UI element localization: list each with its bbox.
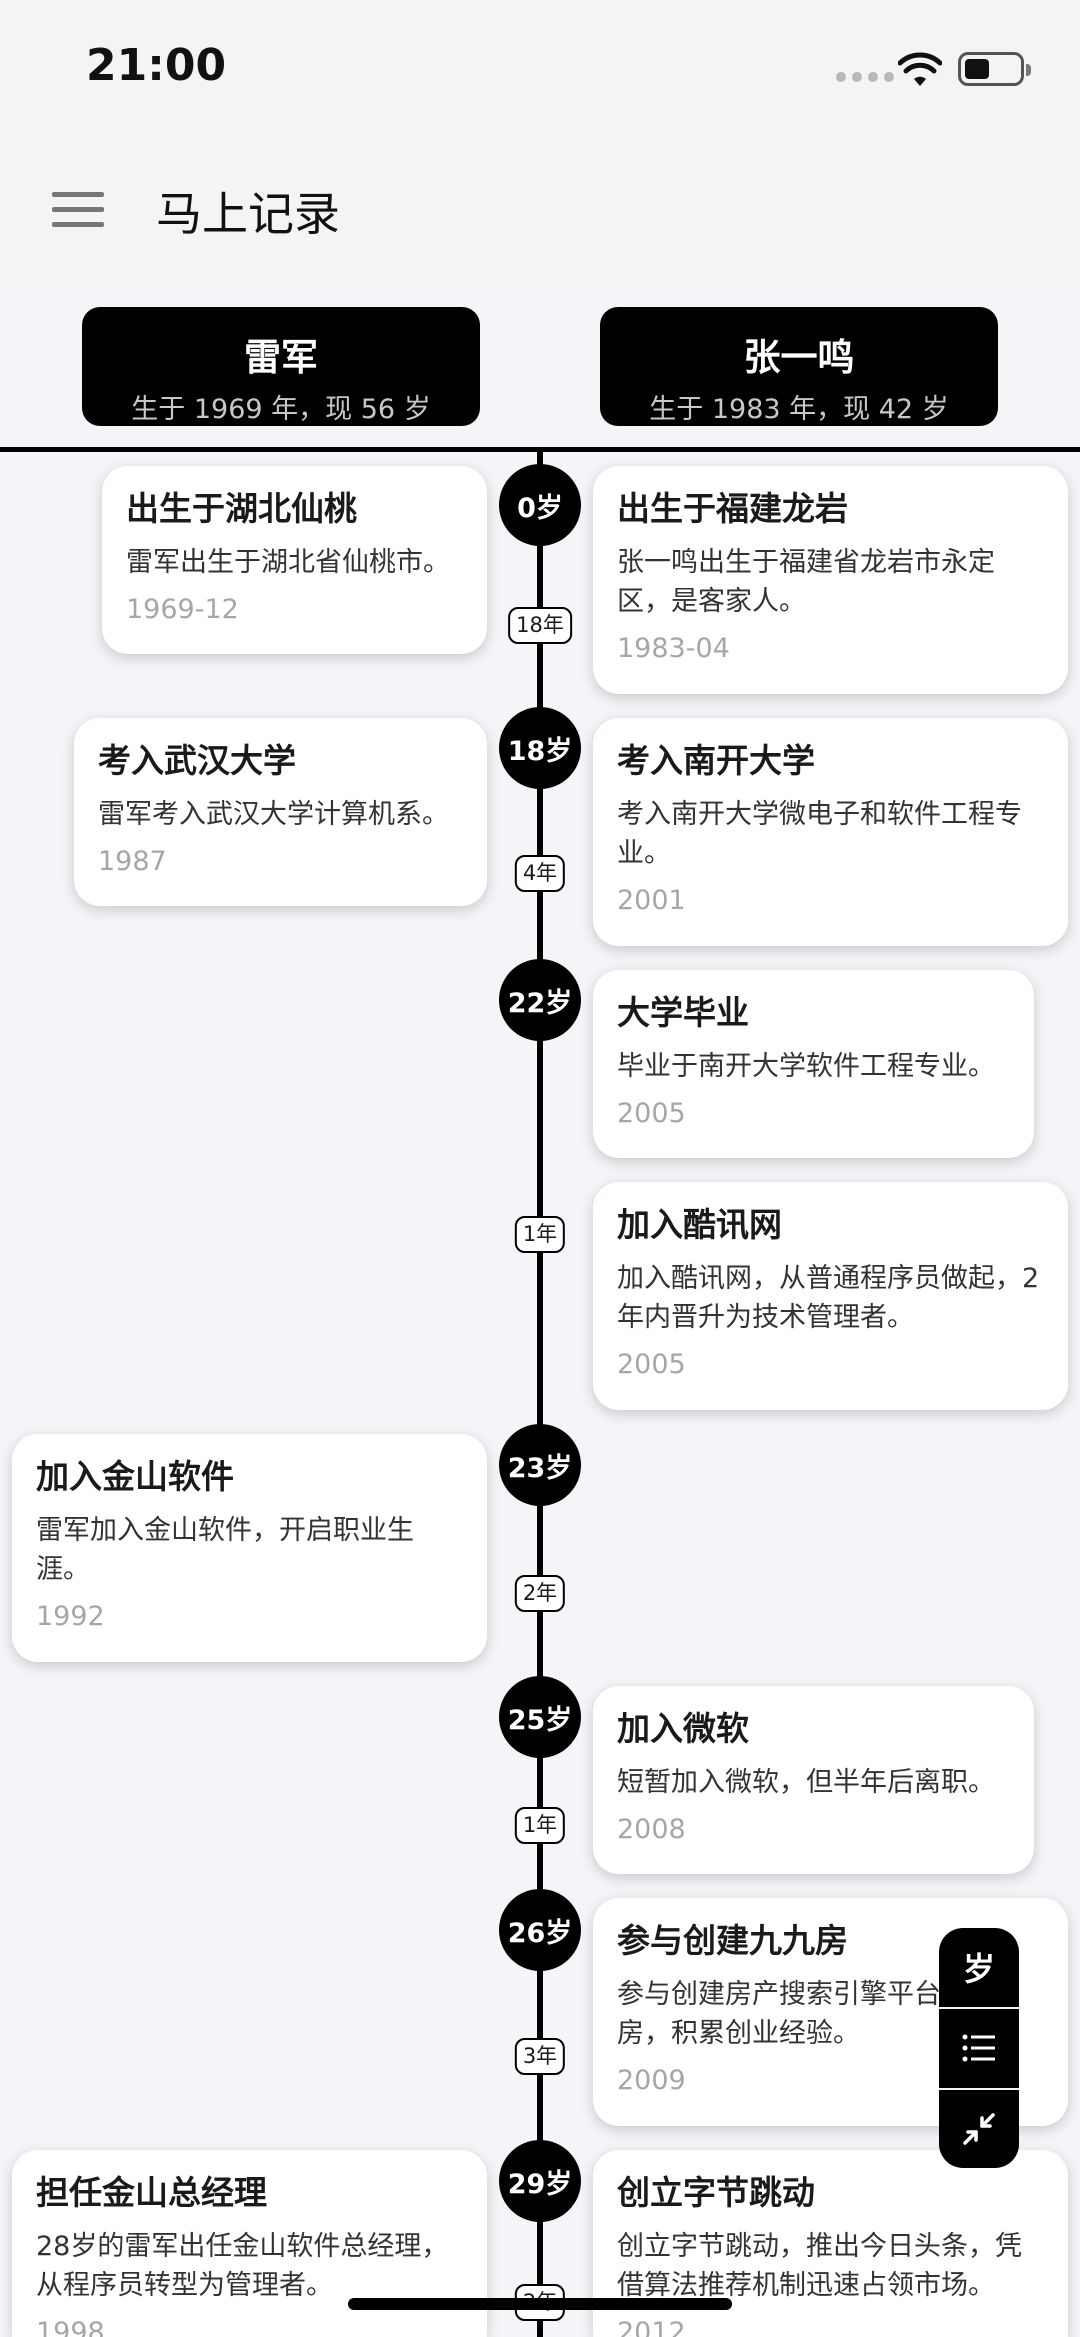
fab-divider: [939, 2088, 1019, 2090]
person-card-left[interactable]: 雷军 生于 1969 年，现 56 岁: [82, 307, 480, 426]
list-view-button[interactable]: [939, 2009, 1019, 2087]
list-icon: [962, 2034, 995, 2062]
timeline-axis: [537, 452, 543, 2337]
event-date: 2008: [617, 1814, 686, 1846]
event-card-right[interactable]: 大学毕业 毕业于南开大学软件工程专业。 2005: [593, 970, 1034, 1158]
event-title: 出生于福建龙岩: [617, 489, 848, 528]
status-bar: 21:00: [0, 0, 1080, 140]
event-card-right[interactable]: 考入南开大学 考入南开大学微电子和软件工程专业。 2001: [593, 718, 1068, 946]
fab-divider: [939, 2007, 1019, 2009]
event-card-right[interactable]: 加入酷讯网 加入酷讯网，从普通程序员做起，2年内晋升为技术管理者。 2005: [593, 1182, 1068, 1410]
person-name: 雷军: [244, 336, 318, 379]
gap-badge: 2年: [514, 1575, 566, 1613]
event-description: 创立字节跳动，推出今日头条，凭借算法推荐机制迅速占领市场。: [617, 2230, 1022, 2302]
event-title: 加入酷讯网: [617, 1205, 782, 1244]
gap-badge: 1年: [514, 1216, 566, 1254]
event-date: 2012: [617, 2317, 686, 2337]
status-time: 21:00: [86, 40, 227, 91]
age-mode-button[interactable]: 岁: [939, 1928, 1019, 2006]
collapse-icon: [963, 2113, 995, 2145]
collapse-button[interactable]: [939, 2090, 1019, 2168]
age-node: 23岁: [499, 1424, 581, 1506]
event-description: 加入酷讯网，从普通程序员做起，2年内晋升为技术管理者。: [617, 1262, 1040, 1334]
event-date: 2001: [617, 885, 686, 917]
event-card-left[interactable]: 出生于湖北仙桃 雷军出生于湖北省仙桃市。 1969-12: [102, 466, 487, 654]
person-name: 张一鸣: [743, 336, 855, 379]
event-date: 2005: [617, 1098, 686, 1130]
event-description: 28岁的雷军出任金山软件总经理，从程序员转型为管理者。: [36, 2230, 449, 2302]
person-birth-info: 生于 1969 年，现 56 岁: [131, 394, 431, 425]
app-header: 马上记录: [0, 140, 1080, 284]
event-title: 创立字节跳动: [617, 2173, 815, 2212]
event-description: 雷军出生于湖北省仙桃市。: [126, 546, 450, 578]
event-description: 张一鸣出生于福建省龙岩市永定区，是客家人。: [617, 546, 995, 618]
event-description: 雷军考入武汉大学计算机系。: [98, 798, 449, 830]
event-card-left[interactable]: 考入武汉大学 雷军考入武汉大学计算机系。 1987: [74, 718, 487, 906]
event-description: 毕业于南开大学软件工程专业。: [617, 1050, 995, 1082]
floating-action-group: 岁: [939, 1928, 1019, 2168]
age-node: 25岁: [499, 1676, 581, 1758]
header-divider: [0, 447, 1080, 452]
age-node: 22岁: [499, 959, 581, 1041]
menu-icon[interactable]: [52, 192, 104, 228]
battery-icon: [958, 52, 1031, 86]
age-node: 0岁: [499, 464, 581, 546]
person-birth-info: 生于 1983 年，现 42 岁: [649, 394, 949, 425]
event-date: 1998: [36, 2317, 105, 2337]
gap-badge: 1年: [514, 1807, 566, 1845]
gap-badge: 3年: [514, 2038, 566, 2076]
event-date: 2009: [617, 2065, 686, 2097]
person-card-right[interactable]: 张一鸣 生于 1983 年，现 42 岁: [600, 307, 998, 426]
event-title: 出生于湖北仙桃: [126, 489, 357, 528]
event-date: 1969-12: [126, 594, 239, 626]
event-title: 考入武汉大学: [98, 741, 296, 780]
event-card-right[interactable]: 加入微软 短暂加入微软，但半年后离职。 2008: [593, 1686, 1034, 1874]
event-title: 大学毕业: [617, 993, 749, 1032]
event-description: 短暂加入微软，但半年后离职。: [617, 1766, 995, 1798]
event-date: 1987: [98, 846, 167, 878]
age-node: 29岁: [499, 2140, 581, 2222]
wifi-icon: [898, 52, 942, 86]
event-date: 2005: [617, 1349, 686, 1381]
event-date: 1983-04: [617, 633, 730, 665]
event-card-left[interactable]: 担任金山总经理 28岁的雷军出任金山软件总经理，从程序员转型为管理者。 1998: [12, 2150, 487, 2337]
event-card-left[interactable]: 加入金山软件 雷军加入金山软件，开启职业生涯。 1992: [12, 1434, 487, 1662]
event-description: 考入南开大学微电子和软件工程专业。: [617, 798, 1022, 870]
event-title: 加入微软: [617, 1709, 749, 1748]
event-card-right[interactable]: 出生于福建龙岩 张一鸣出生于福建省龙岩市永定区，是客家人。 1983-04: [593, 466, 1068, 694]
event-title: 担任金山总经理: [36, 2173, 267, 2212]
age-node: 26岁: [499, 1889, 581, 1971]
page-title: 马上记录: [156, 187, 340, 241]
event-description: 雷军加入金山软件，开启职业生涯。: [36, 1514, 414, 1586]
gap-badge: 4年: [514, 855, 566, 893]
age-node: 18岁: [499, 707, 581, 789]
event-description: 参与创建房产搜索引擎平台九九房，积累创业经验。: [617, 1978, 995, 2050]
age-mode-label: 岁: [962, 1950, 995, 1988]
gap-badge: 18年: [508, 607, 572, 645]
event-date: 1992: [36, 1601, 105, 1633]
cellular-signal-icon: [836, 72, 894, 82]
event-title: 参与创建九九房: [617, 1921, 848, 1960]
home-indicator[interactable]: [348, 2298, 732, 2310]
event-title: 考入南开大学: [617, 741, 815, 780]
event-title: 加入金山软件: [36, 1457, 234, 1496]
